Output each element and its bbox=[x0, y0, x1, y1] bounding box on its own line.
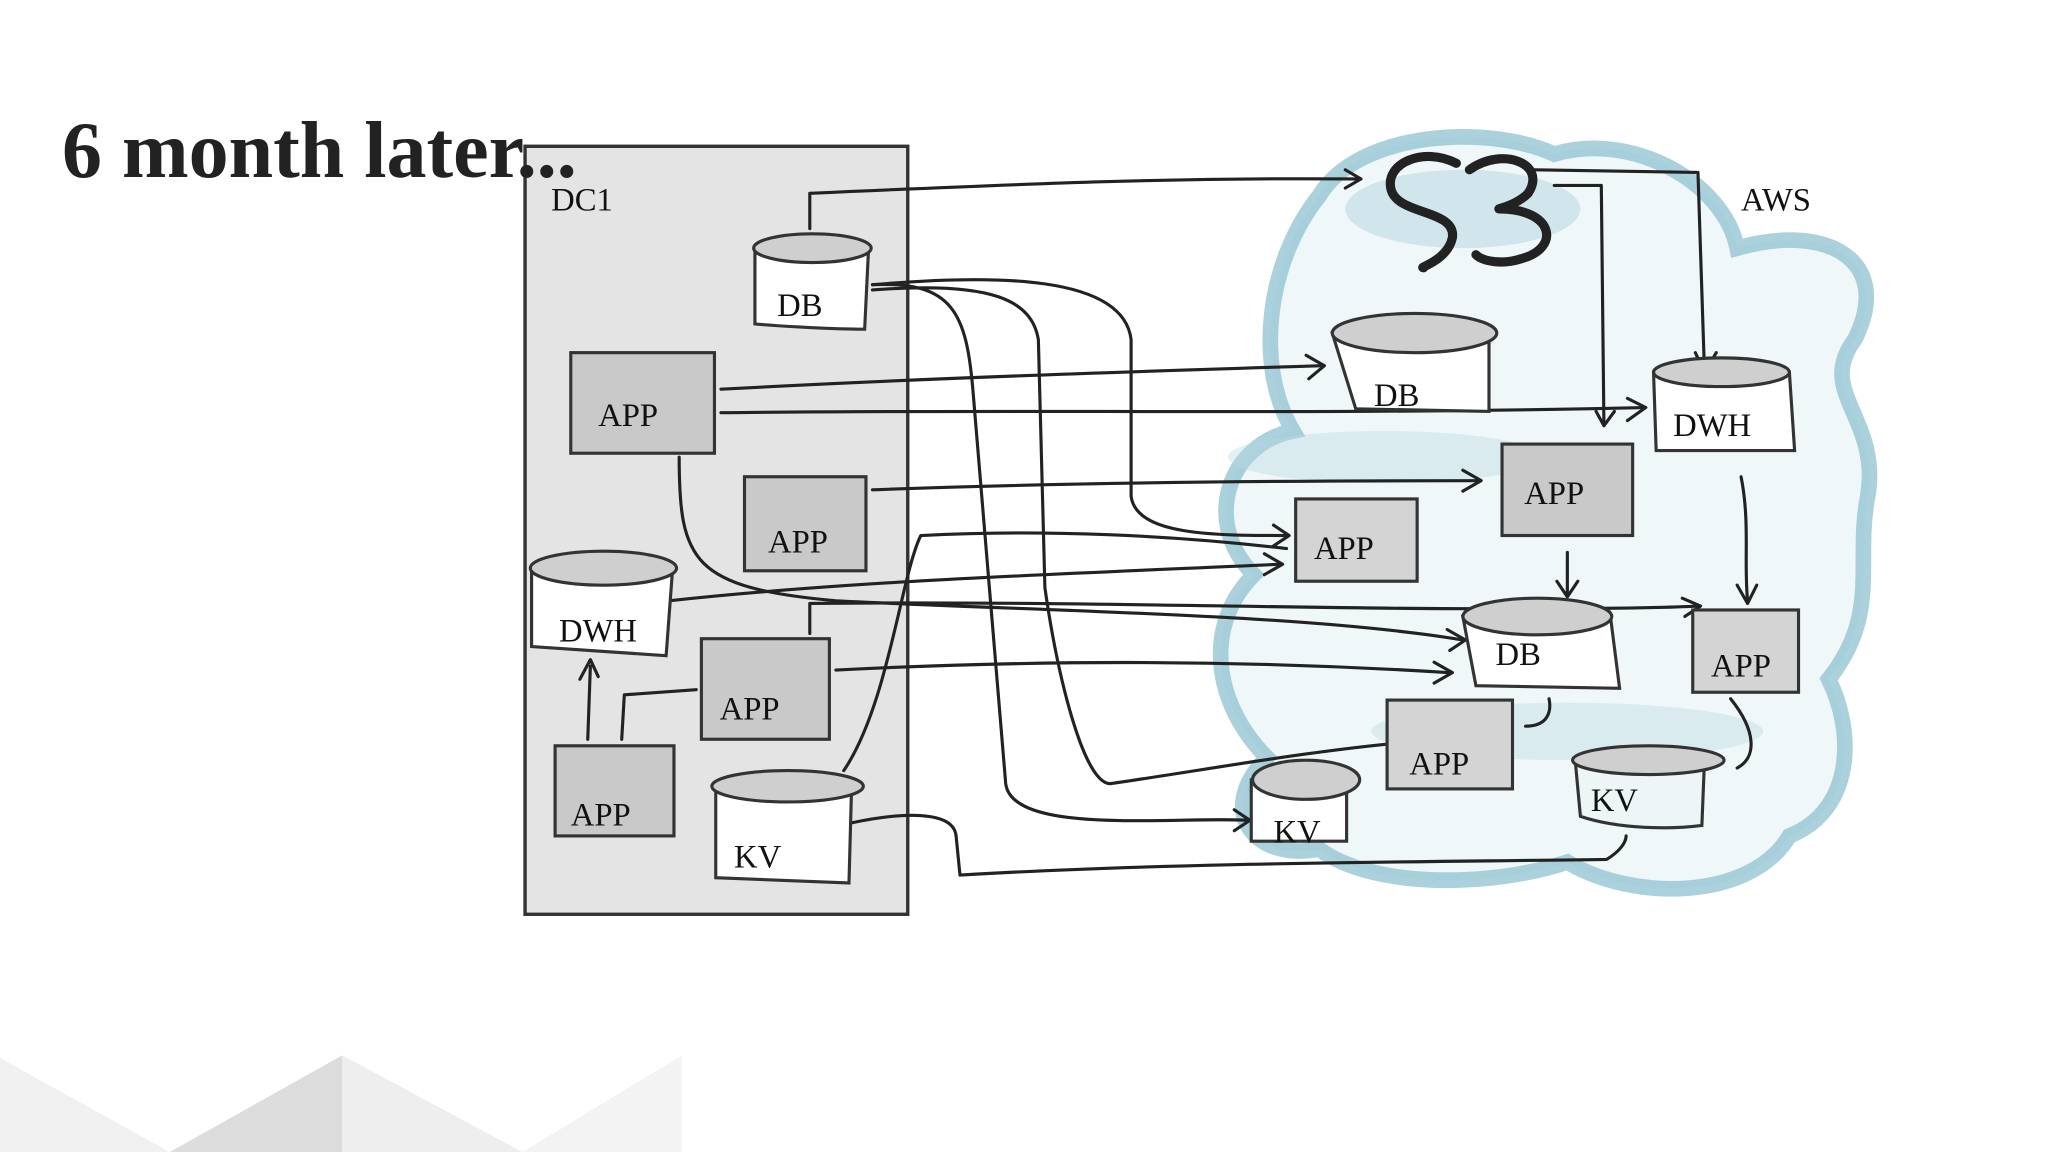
aws-app-1: APP bbox=[1500, 442, 1635, 538]
aws-app-4: APP bbox=[1385, 698, 1515, 791]
dc1-db: DB bbox=[752, 232, 873, 331]
dc1-app-4: APP bbox=[553, 744, 676, 838]
svg-text:APP: APP bbox=[571, 797, 631, 833]
dc1-app-2: APP bbox=[742, 475, 868, 573]
svg-text:APP: APP bbox=[1409, 747, 1469, 783]
dc1-app-1: APP bbox=[569, 351, 717, 455]
svg-text:KV: KV bbox=[734, 839, 782, 875]
svg-text:DB: DB bbox=[1496, 637, 1541, 673]
dc1-dwh: DWH bbox=[528, 549, 679, 658]
aws-db-2: DB bbox=[1460, 596, 1622, 690]
aws-app-2: APP bbox=[1294, 497, 1419, 583]
svg-text:APP: APP bbox=[768, 524, 828, 560]
dc1-label: DC1 bbox=[551, 182, 613, 218]
svg-text:KV: KV bbox=[1591, 783, 1639, 819]
svg-text:DWH: DWH bbox=[1673, 408, 1751, 444]
svg-text:APP: APP bbox=[598, 398, 658, 434]
dc1-app-3: APP bbox=[699, 637, 831, 741]
aws-kv-2: KV bbox=[1571, 744, 1726, 830]
s3-logo bbox=[1385, 151, 1552, 273]
svg-text:APP: APP bbox=[1711, 649, 1771, 685]
connectors bbox=[578, 168, 1759, 877]
aws-kv-1: KV bbox=[1249, 758, 1362, 850]
aws-app-3: APP bbox=[1691, 608, 1801, 694]
svg-text:DWH: DWH bbox=[559, 613, 637, 649]
svg-text:DB: DB bbox=[1374, 378, 1419, 414]
aws-dwh: DWH bbox=[1651, 356, 1797, 453]
svg-text:APP: APP bbox=[1314, 531, 1374, 567]
dc1-kv: KV bbox=[710, 769, 865, 885]
svg-text:KV: KV bbox=[1273, 814, 1321, 850]
slide-title: 6 month later... bbox=[62, 107, 577, 195]
aws-db-1: DB bbox=[1330, 311, 1499, 414]
svg-text:DB: DB bbox=[777, 288, 822, 324]
aws-label: AWS bbox=[1741, 182, 1811, 218]
svg-text:APP: APP bbox=[720, 692, 780, 728]
svg-text:APP: APP bbox=[1524, 476, 1584, 512]
corner-decoration bbox=[0, 1055, 682, 1152]
